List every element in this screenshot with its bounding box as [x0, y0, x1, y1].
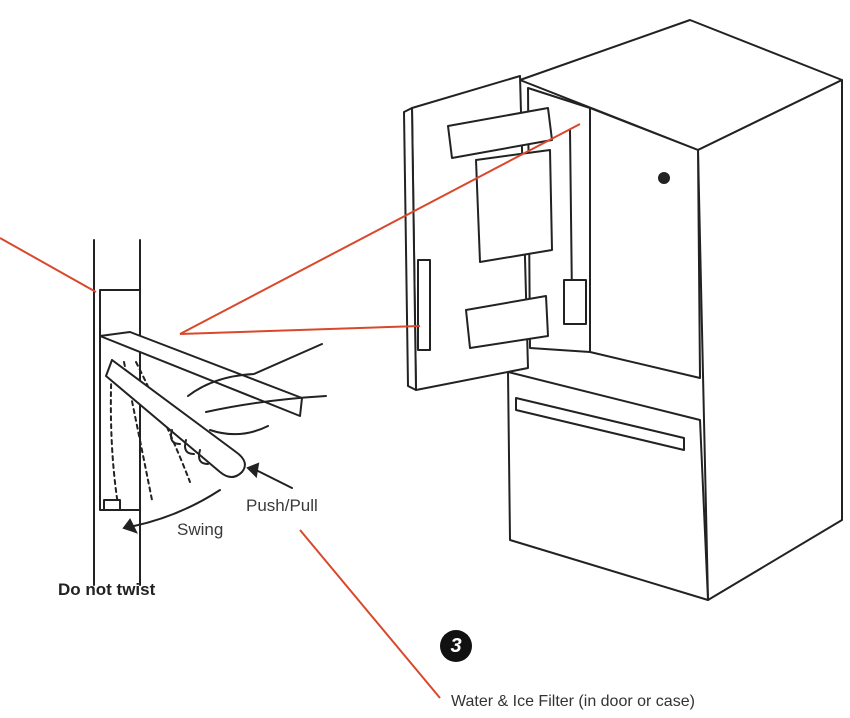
freezer-handle [515, 397, 685, 451]
door-bin-middle [475, 149, 553, 263]
interior-bracket [563, 279, 587, 325]
fridge-right-door [589, 107, 701, 379]
freezer-drawer [507, 371, 709, 601]
leader-lines [0, 123, 581, 699]
swing-arrow [133, 489, 221, 527]
refrigerator [403, 19, 843, 601]
push-pull-arrow [255, 469, 293, 489]
closeup-filter [93, 239, 327, 586]
filter-caption: Water & Ice Filter (in door or case) [451, 693, 695, 710]
door-filter-cover [417, 259, 431, 351]
hand-outline [187, 343, 327, 436]
do-not-twist-label: Do not twist [58, 580, 156, 599]
door-hinge-dot [658, 172, 670, 184]
leader-to-door-top [179, 123, 581, 335]
leader-to-caption [299, 529, 441, 699]
step-number-badge: 3 [440, 630, 472, 662]
swing-label: Swing [177, 520, 224, 539]
filter-base-clip [103, 499, 121, 511]
door-bin-upper [447, 107, 553, 159]
motion-arrows [122, 462, 293, 534]
filter-cartridge [105, 359, 246, 478]
door-bin-lower [465, 295, 549, 349]
filter-swing-ghost [135, 361, 191, 483]
leader-to-door-side [179, 325, 421, 335]
hand-fingers [170, 429, 209, 465]
push-pull-label: Push/Pull [246, 496, 318, 515]
fridge-right-side [697, 79, 843, 601]
leader-top-left [0, 237, 97, 293]
door-edge [403, 107, 417, 391]
